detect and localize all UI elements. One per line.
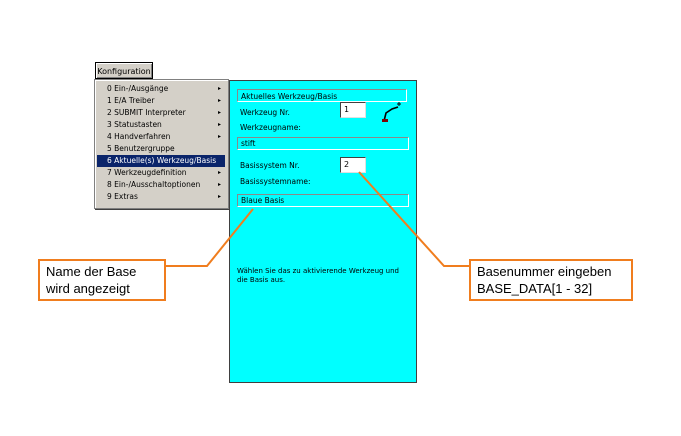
menu-item-ein-ausschaltoptionen[interactable]: 8 Ein-/Ausschaltoptionen ▸ bbox=[97, 179, 225, 191]
left-callout-connector bbox=[166, 208, 254, 267]
robot-tool-icon bbox=[382, 102, 401, 122]
tool-name-label: Werkzeugname: bbox=[240, 123, 301, 132]
right-callout-connector bbox=[358, 171, 469, 267]
menu-item-werkzeugdefinition[interactable]: 7 Werkzeugdefinition ▸ bbox=[97, 167, 225, 179]
menu-item-aktuelles-werkzeug-basis[interactable]: 6 Aktuelle(s) Werkzeug/Basis bbox=[97, 155, 225, 167]
dialog-hint-text: Wählen Sie das zu aktivierende Werkzeug … bbox=[237, 267, 399, 284]
menu-item-label: 6 Aktuelle(s) Werkzeug/Basis bbox=[107, 156, 217, 165]
tool-number-input[interactable]: 1 bbox=[340, 102, 366, 118]
base-number-input[interactable]: 2 bbox=[340, 157, 366, 173]
dialog-title: Aktuelles Werkzeug/Basis bbox=[237, 89, 407, 102]
submenu-arrow-icon: ▸ bbox=[217, 85, 221, 92]
callout-text-line1: Basenummer eingeben bbox=[477, 264, 612, 279]
menu-item-label: 8 Ein-/Ausschaltoptionen bbox=[107, 180, 201, 189]
submenu-arrow-icon: ▸ bbox=[217, 193, 221, 200]
menu-item-label: 9 Extras bbox=[107, 192, 138, 201]
menu-item-label: 2 SUBMIT Interpreter bbox=[107, 108, 186, 117]
callout-text: Name der Base wird angezeigt bbox=[46, 264, 137, 296]
menu-item-handverfahren[interactable]: 4 Handverfahren ▸ bbox=[97, 131, 225, 143]
base-name-callout: Name der Base wird angezeigt bbox=[38, 259, 166, 301]
menu-item-statustasten[interactable]: 3 Statustasten ▸ bbox=[97, 119, 225, 131]
callout-text-line2: BASE_DATA[1 - 32] bbox=[477, 281, 593, 296]
submenu-arrow-icon: ▸ bbox=[217, 109, 221, 116]
base-number-callout: Basenummer eingeben BASE_DATA[1 - 32] bbox=[469, 259, 633, 301]
base-number-label: Basissystem Nr. bbox=[240, 161, 300, 170]
menu-item-ein-ausgaenge[interactable]: 0 Ein-/Ausgänge ▸ bbox=[97, 83, 225, 95]
tool-number-label: Werkzeug Nr. bbox=[240, 108, 290, 117]
menu-item-label: 5 Benutzergruppe bbox=[107, 144, 175, 153]
submenu-arrow-icon: ▸ bbox=[217, 181, 221, 188]
menu-item-label: 3 Statustasten bbox=[107, 120, 162, 129]
menu-item-extras[interactable]: 9 Extras ▸ bbox=[97, 191, 225, 203]
submenu-arrow-icon: ▸ bbox=[217, 121, 221, 128]
menu-item-label: 7 Werkzeugdefinition bbox=[107, 168, 187, 177]
base-name-label: Basissystemname: bbox=[240, 177, 311, 186]
menu-item-ea-treiber[interactable]: 1 E/A Treiber ▸ bbox=[97, 95, 225, 107]
menu-item-submit-interpreter[interactable]: 2 SUBMIT Interpreter ▸ bbox=[97, 107, 225, 119]
menu-item-label: 0 Ein-/Ausgänge bbox=[107, 84, 169, 93]
werkzeug-basis-dialog: Aktuelles Werkzeug/Basis Werkzeug Nr. 1 … bbox=[229, 80, 417, 383]
menu-item-benutzergruppe[interactable]: 5 Benutzergruppe bbox=[97, 143, 225, 155]
konfiguration-menu-button[interactable]: Konfiguration bbox=[95, 62, 153, 79]
menu-item-label: 1 E/A Treiber bbox=[107, 96, 155, 105]
base-name-display: Blaue Basis bbox=[237, 194, 409, 207]
submenu-arrow-icon: ▸ bbox=[217, 97, 221, 104]
menu-item-label: 4 Handverfahren bbox=[107, 132, 171, 141]
submenu-arrow-icon: ▸ bbox=[217, 169, 221, 176]
submenu-arrow-icon: ▸ bbox=[217, 133, 221, 140]
konfiguration-dropdown-menu: 0 Ein-/Ausgänge ▸ 1 E/A Treiber ▸ 2 SUBM… bbox=[94, 79, 229, 209]
tool-name-display: stift bbox=[237, 137, 409, 150]
